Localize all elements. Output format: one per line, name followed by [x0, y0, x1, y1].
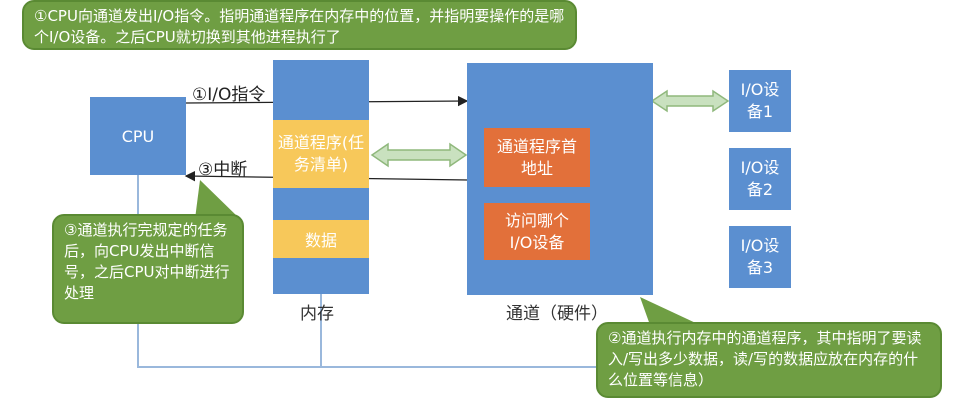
- io-device-2: I/O设备2: [729, 148, 791, 210]
- channel-device-select: 访问哪个I/O设备: [484, 203, 590, 260]
- io-device-3: I/O设备3: [729, 226, 791, 288]
- channel-device-double-arrow: [650, 89, 730, 113]
- io-device-1: I/O设备1: [729, 70, 791, 132]
- channel-program-label: 通道程序(任务清单): [277, 133, 365, 174]
- memory-data: 数据: [273, 220, 369, 258]
- program-address-label: 通道程序首地址: [496, 136, 577, 178]
- bottom-callout-tail: [640, 297, 700, 325]
- io-device-2-label: I/O设备2: [740, 158, 780, 199]
- interrupt-label: ③中断: [198, 160, 248, 180]
- callout-step1-text: ①CPU向通道发出I/O指令。指明通道程序在内存中的位置，并指明要操作的是哪个I…: [34, 7, 565, 46]
- data-label: 数据: [304, 231, 337, 250]
- io-device-1-label: I/O设备1: [740, 80, 780, 121]
- callout-step3-text: ③通道执行完规定的任务后，向CPU发出中断信号，之后CPU对中断进行处理: [64, 221, 230, 302]
- memory-channel-double-arrow: [370, 142, 468, 168]
- memory-caption: 内存: [300, 304, 334, 324]
- callout-step3: ③通道执行完规定的任务后，向CPU发出中断信号，之后CPU对中断进行处理: [52, 214, 244, 324]
- cpu-box: CPU: [90, 97, 186, 175]
- callout-step2-text: ②通道执行内存中的通道程序，其中指明了要读入/写出多少数据，读/写的数据应放在内…: [608, 329, 922, 389]
- cpu-label: CPU: [121, 126, 155, 146]
- channel-program-address: 通道程序首地址: [484, 128, 590, 187]
- channel-caption: 通道（硬件）: [506, 304, 608, 324]
- io-device-3-label: I/O设备3: [740, 236, 780, 277]
- memory-channel-program: 通道程序(任务清单): [273, 120, 369, 188]
- left-callout-tail: [195, 180, 240, 219]
- io-instruction-label: ①I/O指令: [192, 85, 266, 105]
- callout-step1: ①CPU向通道发出I/O指令。指明通道程序在内存中的位置，并指明要操作的是哪个I…: [22, 0, 577, 50]
- device-select-label: 访问哪个I/O设备: [504, 210, 569, 252]
- callout-step2: ②通道执行内存中的通道程序，其中指明了要读入/写出多少数据，读/写的数据应放在内…: [596, 322, 942, 398]
